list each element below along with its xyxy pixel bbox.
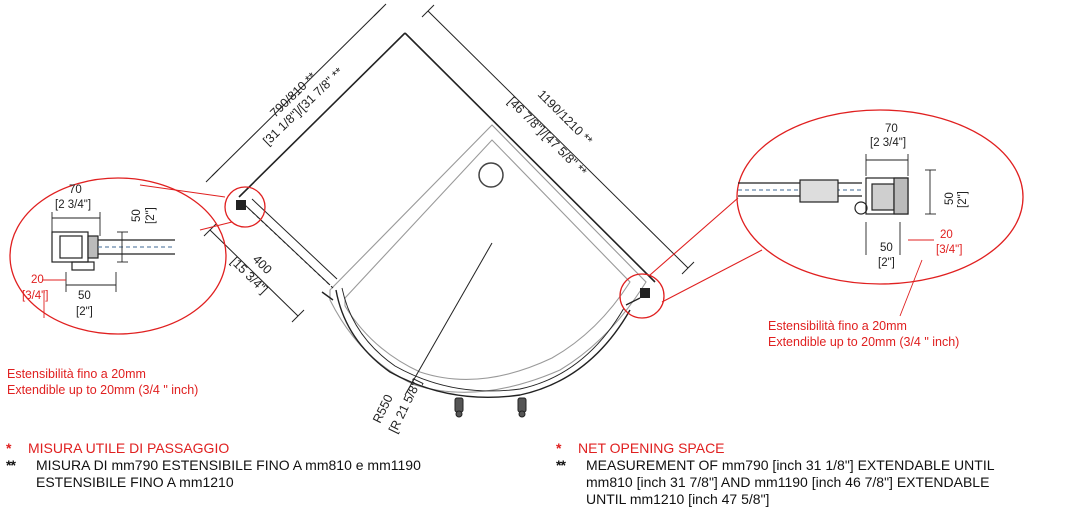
curved-door <box>321 287 641 399</box>
legend-en-line3: mm810 [inch 31 7/8"] AND mm1190 [inch 46… <box>586 474 990 490</box>
note-right-it: Estensibilità fino a 20mm <box>768 319 907 333</box>
legend-it-line1: MISURA UTILE DI PASSAGGIO <box>28 440 230 456</box>
right-detail-height-inch: [2"] <box>957 191 969 208</box>
left-detail-height-inch: [2"] <box>145 207 157 224</box>
radius-leader <box>404 242 493 396</box>
legend-en-line1: NET OPENING SPACE <box>578 440 725 456</box>
zoom-circle-left <box>9 177 227 335</box>
legend-it-line2: MISURA DI mm790 ESTENSIBILE FINO A mm810… <box>36 457 421 473</box>
profile-left <box>51 231 175 271</box>
left-detail-ext: 20 <box>31 274 44 286</box>
legend-en-star2: ** <box>556 457 566 473</box>
profile-right <box>738 177 909 215</box>
note-left: Estensibilità fino a 20mm Extendible up … <box>7 366 198 398</box>
legend-en-star: * <box>556 440 562 456</box>
detail-marker-profiles <box>236 200 650 298</box>
connector-right-top <box>649 197 739 276</box>
right-detail-ext: 20 <box>940 229 953 241</box>
note-left-en: Extendible up to 20mm (3/4 " inch) <box>7 383 199 397</box>
note-right: Estensibilità fino a 20mm Extendible up … <box>768 318 959 350</box>
right-detail-width-inch: [2 3/4"] <box>870 137 906 149</box>
fixed-panel <box>244 198 338 289</box>
ext-line-right-detail <box>899 239 934 317</box>
right-detail-bottom: 50 <box>880 242 893 254</box>
legend-italian: * MISURA UTILE DI PASSAGGIO ** MISURA DI m… <box>6 440 516 491</box>
door-handles <box>454 397 527 418</box>
right-detail-bottom-inch: [2"] <box>878 257 895 269</box>
zoom-circle-right <box>736 109 1024 285</box>
connector-left-top <box>139 184 226 198</box>
connector-left-bottom <box>199 221 233 231</box>
enclosure-outline <box>238 32 656 283</box>
right-detail-width: 70 <box>885 123 898 135</box>
left-detail-height: 50 <box>131 209 143 222</box>
legend-it-line3: ESTENSIBILE FINO A mm1210 <box>36 474 234 490</box>
detail-marker-right <box>619 273 665 319</box>
legend-en-line2: MEASUREMENT OF mm790 [inch 31 1/8"] EXTE… <box>586 457 995 473</box>
legend-english: * NET OPENING SPACE ** MEASUREMENT OF mm79… <box>556 440 1081 508</box>
connector-right-bottom <box>661 249 763 303</box>
left-detail-bottom: 50 <box>78 290 91 302</box>
note-left-it: Estensibilità fino a 20mm <box>7 367 146 381</box>
ext-line-left-detail <box>42 279 66 318</box>
left-detail-bottom-inch: [2"] <box>76 306 93 318</box>
dim-line-left <box>205 3 387 183</box>
left-detail-width-inch: [2 3/4"] <box>55 199 91 211</box>
dim-lines-left-detail <box>51 212 128 292</box>
note-right-en: Extendible up to 20mm (3/4 " inch) <box>768 335 960 349</box>
left-detail-width: 70 <box>69 184 82 196</box>
legend-it-star2: ** <box>6 457 16 473</box>
dim-line-right <box>421 4 695 275</box>
legend-en-line4: UNTIL mm1210 [inch 47 5/8"] <box>586 491 770 507</box>
drain-circle <box>478 162 504 188</box>
left-detail-ext-inch: [3/4"] <box>22 290 48 302</box>
right-detail-ext-inch: [3/4"] <box>936 244 962 256</box>
dim-lines-right-detail <box>865 154 936 255</box>
legend-it-star: * <box>6 440 12 456</box>
detail-marker-left <box>224 186 266 228</box>
right-detail-height: 50 <box>944 192 956 205</box>
